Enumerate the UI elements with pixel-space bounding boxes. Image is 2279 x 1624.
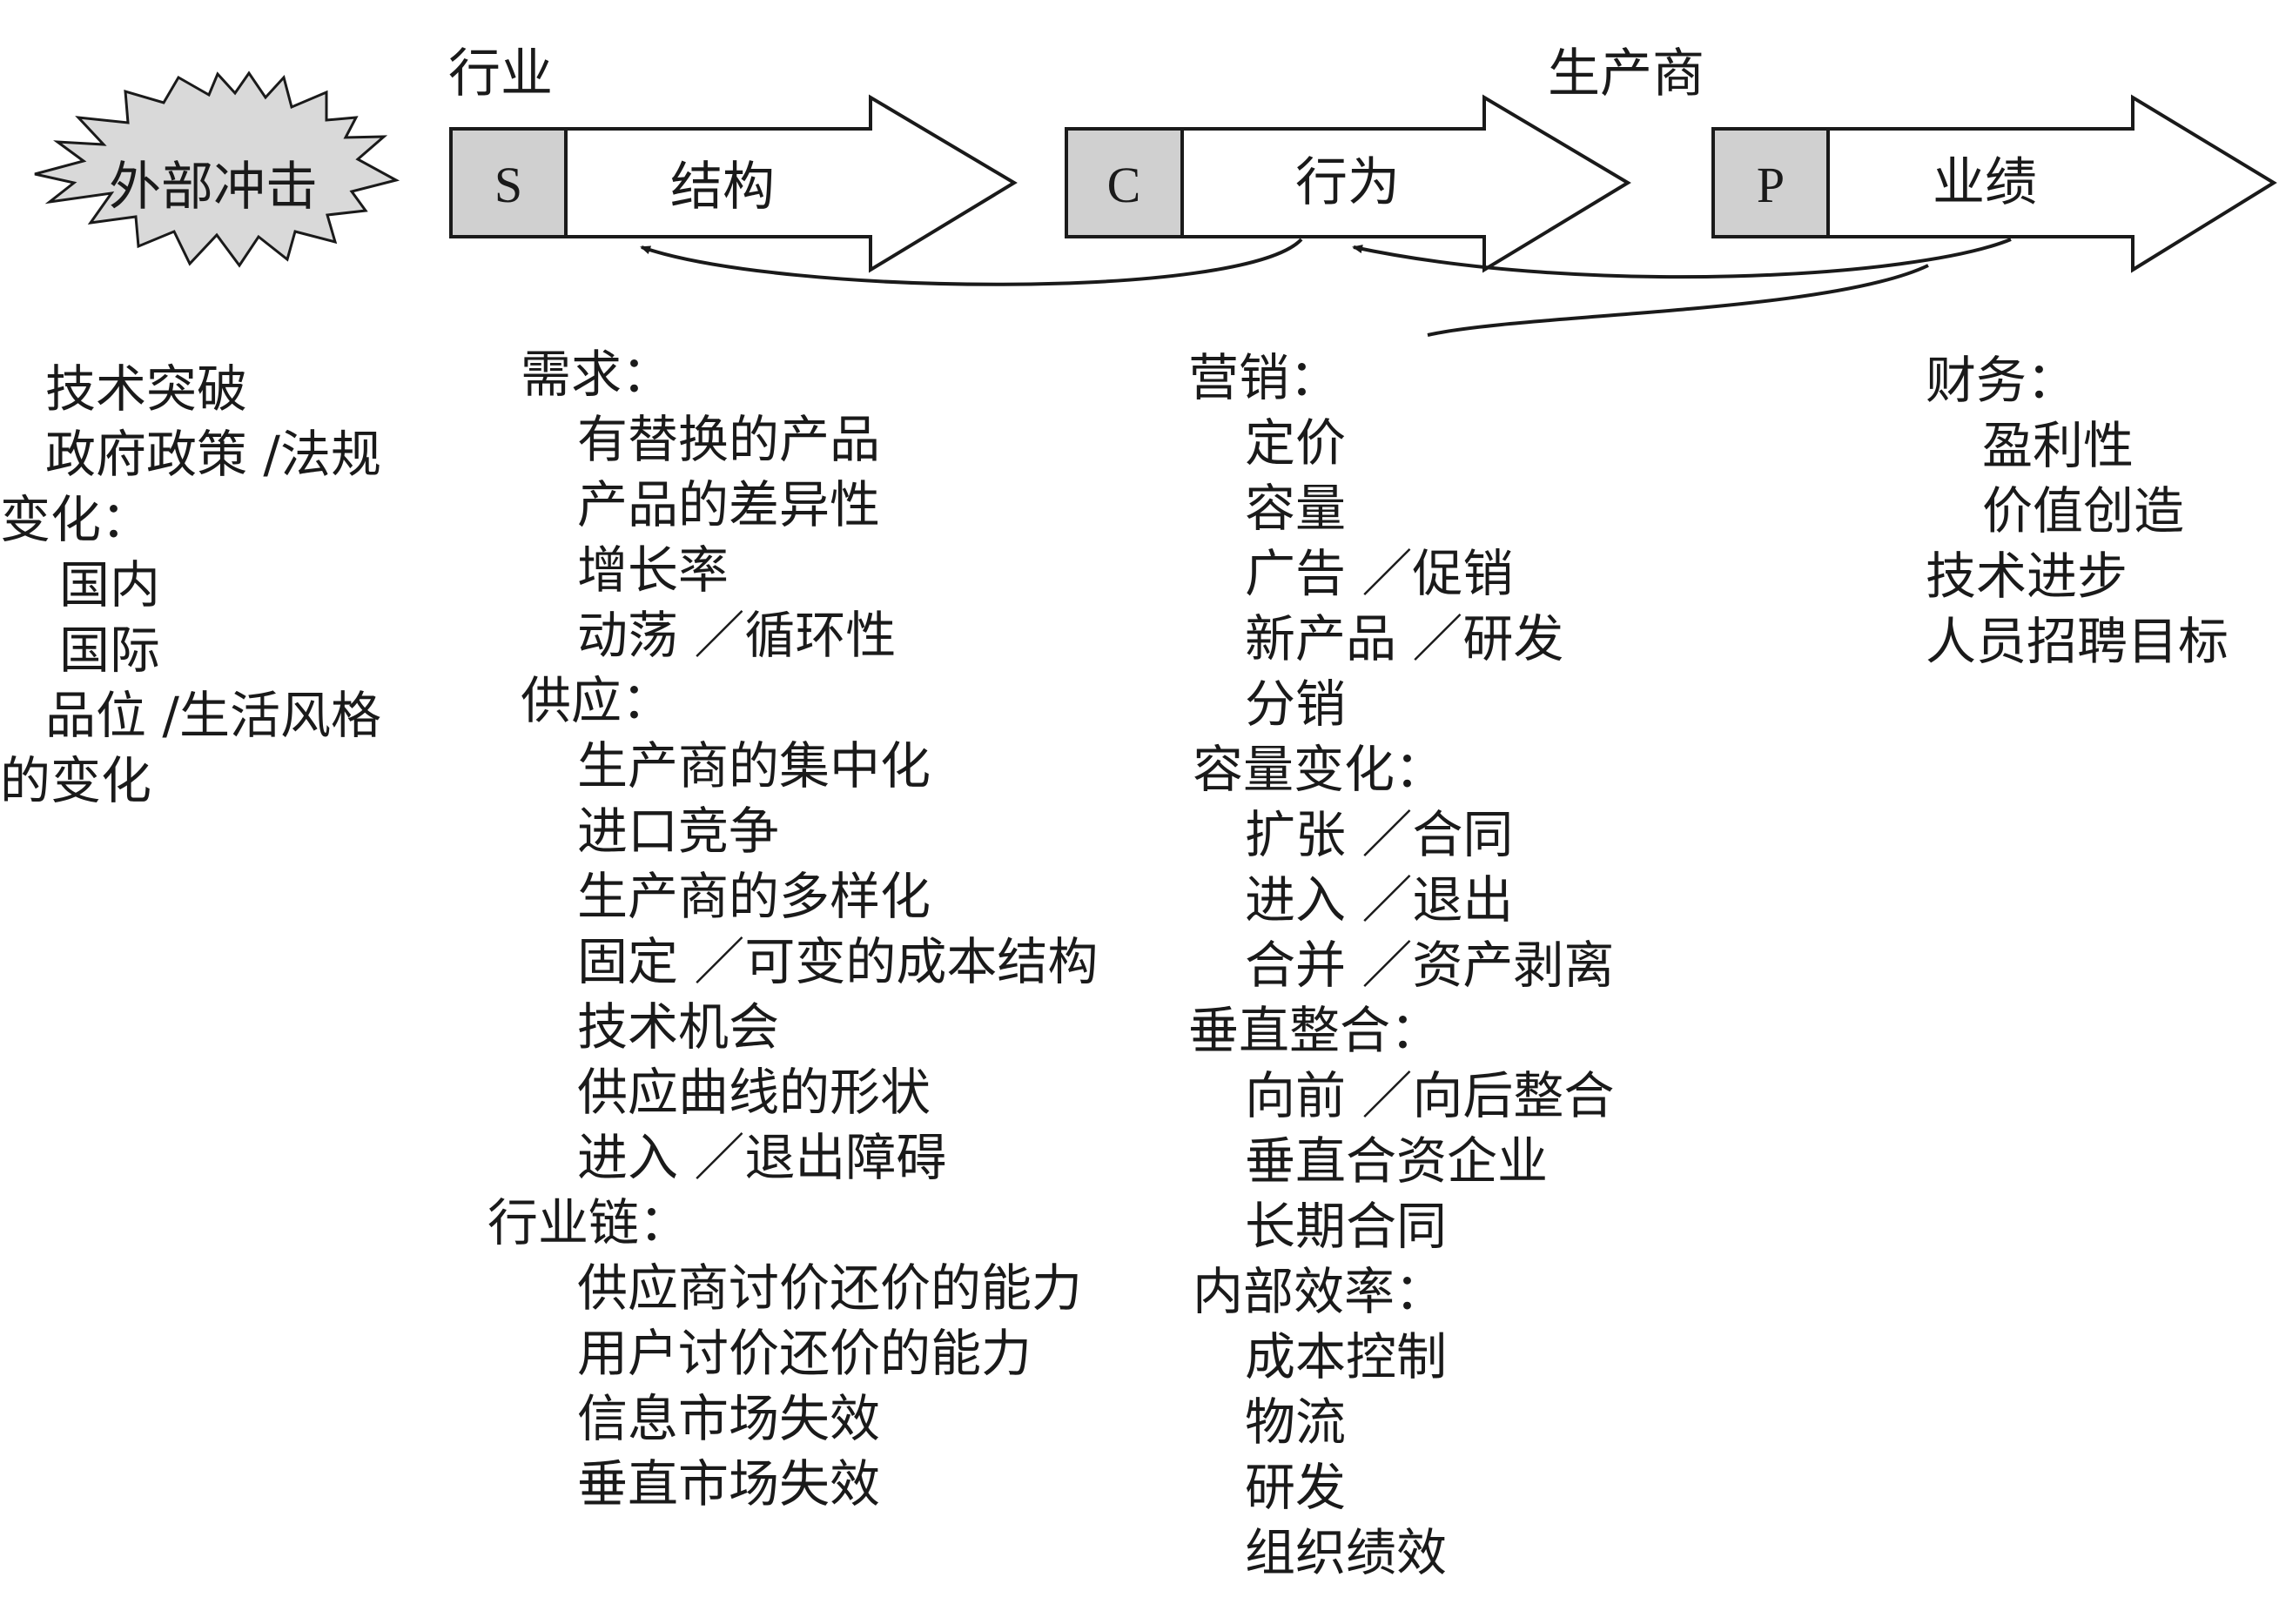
list-item: 容量 (1245, 479, 1347, 538)
list-item: 技术进步 (1926, 547, 2128, 606)
header-producer: 生产商 (1548, 44, 1704, 104)
list-item: 定价 (1245, 413, 1347, 473)
list-item: 进入 ／退出障碍 (577, 1128, 947, 1187)
stage-letter: S (494, 157, 522, 213)
list-item: 成本控制 (1245, 1327, 1448, 1386)
list-item: 广告 ／促销 (1245, 544, 1514, 603)
list-item: 增长率 (577, 540, 729, 600)
list-item: 长期合同 (1245, 1197, 1448, 1256)
list-heading: 垂直整合： (1188, 1001, 1442, 1060)
list-heading: 供应： (521, 671, 673, 730)
list-item: 供应曲线的形状 (577, 1063, 931, 1122)
list-item: 信息市场失效 (577, 1389, 881, 1448)
list-item: 组织绩效 (1245, 1523, 1448, 1582)
list-heading: 需求： (521, 345, 673, 404)
list-item: 生产商的多样化 (577, 867, 931, 926)
list-item: 垂直合资企业 (1245, 1131, 1549, 1191)
list-item: 研发 (1245, 1458, 1347, 1517)
feedback-arrow-performance-to-conduct (1352, 238, 2012, 279)
list-item: 固定 ／可变的成本结构 (577, 932, 1099, 991)
stage-label: 业绩 (1933, 152, 2037, 213)
shock-label: 外部冲击 (109, 157, 318, 218)
list-heading: 财务： (1926, 351, 2078, 410)
stage-label: 行为 (1295, 152, 1400, 213)
letter-box (1065, 127, 1184, 238)
list-item: 垂直市场失效 (577, 1454, 881, 1513)
list-item: 分销 (1245, 674, 1347, 734)
list-item: 进入 ／退出 (1245, 870, 1514, 929)
list-item: 技术突破 (45, 359, 248, 419)
stage-letter: P (1757, 157, 1785, 213)
stage-letter: C (1107, 157, 1141, 213)
list-item: 国内 (59, 555, 161, 614)
list-item: 品位 /生活风格 (45, 686, 381, 745)
header-industry: 行业 (448, 44, 553, 104)
list-heading: 容量变化： (1193, 740, 1446, 799)
list-item: 变化： (0, 490, 152, 549)
letter-box (1711, 127, 1830, 238)
stage-conduct: C 行为 (1065, 94, 1631, 273)
list-item: 用户讨价还价的能力 (577, 1324, 1032, 1383)
list-item: 动荡 ／循环性 (577, 606, 897, 665)
shocks-list: 技术突破 政府政策 /法规 变化： 国内 国际 品位 /生活风格 的变化 (0, 357, 381, 814)
list-item: 的变化 (0, 751, 152, 810)
feedback-arrow-conduct-to-structure (640, 238, 1303, 286)
feedback-arrow-performance-to-structure (1427, 264, 1929, 337)
list-item: 国际 (59, 621, 161, 680)
list-item: 有替换的产品 (577, 410, 881, 469)
list-item: 技术机会 (577, 997, 780, 1057)
letter-box (449, 127, 568, 238)
stage-label: 结构 (670, 157, 775, 218)
list-item: 产品的差异性 (577, 475, 881, 534)
list-heading: 营销： (1188, 348, 1341, 407)
stage-structure: S 结构 (449, 94, 1018, 273)
structure-list: 需求： 有替换的产品 产品的差异性 增长率 动荡 ／循环性 供应： 生产商的集中… (487, 342, 1098, 1517)
list-item: 新产品 ／研发 (1245, 609, 1564, 668)
list-item: 生产商的集中化 (577, 736, 931, 795)
performance-list: 财务： 盈利性 价值创造 技术进步 人员招聘目标 (1926, 348, 2229, 674)
burst-shape (34, 70, 400, 268)
conduct-list: 营销： 定价 容量 广告 ／促销 新产品 ／研发 分销 容量变化： 扩张 ／合同… (1188, 346, 1614, 1586)
list-heading: 内部效率： (1193, 1262, 1446, 1321)
list-item: 合并 ／资产剥离 (1245, 936, 1615, 995)
list-item: 价值创造 (1982, 481, 2185, 540)
list-item: 进口竞争 (577, 802, 780, 861)
external-shock: 外部冲击 (34, 70, 400, 268)
list-item: 扩张 ／合同 (1245, 805, 1514, 864)
list-item: 政府政策 /法规 (45, 425, 381, 484)
list-item: 向前 ／向后整合 (1245, 1066, 1615, 1125)
list-item: 人员招聘目标 (1926, 612, 2229, 671)
list-item: 盈利性 (1982, 416, 2134, 475)
list-item: 供应商讨价还价的能力 (577, 1258, 1083, 1318)
list-item: 物流 (1245, 1392, 1347, 1452)
stage-performance: P 业绩 (1711, 94, 2277, 273)
list-heading: 行业链： (487, 1193, 690, 1252)
